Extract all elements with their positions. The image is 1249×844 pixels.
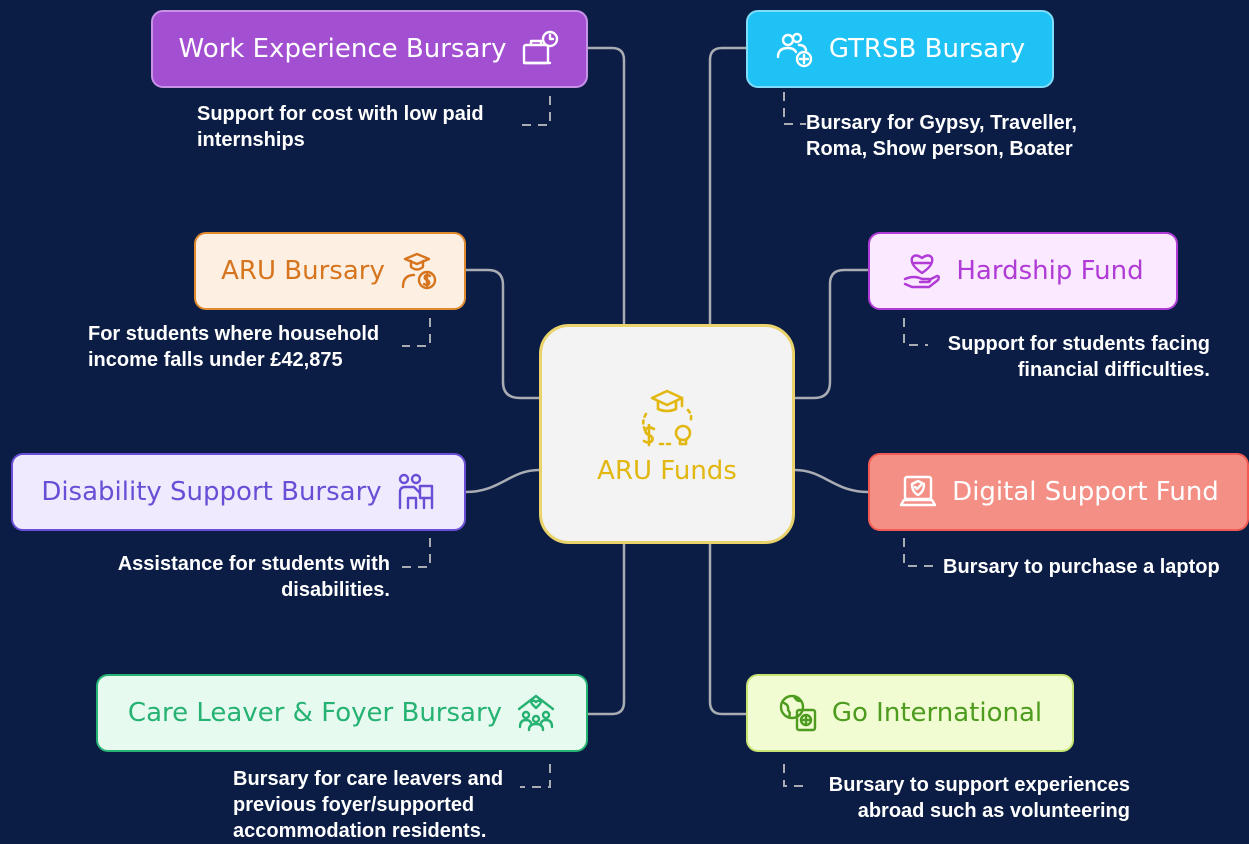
dash-digital — [903, 538, 934, 567]
connector-digital — [793, 468, 870, 494]
dash-aru-bursary — [402, 318, 431, 347]
dash-go-international — [783, 764, 806, 787]
node-title: Go International — [831, 698, 1043, 728]
node-go-international: Go International — [746, 674, 1074, 752]
briefcase-clock-icon — [520, 29, 560, 69]
connector-gtrsb — [708, 46, 748, 326]
description-care-leaver-foyer-bursary: Bursary for care leavers and previous fo… — [233, 768, 504, 842]
node-title: Disability Support Bursary — [41, 477, 382, 507]
node-care-leaver-foyer-bursary: Care Leaver & Foyer Bursary — [96, 674, 588, 752]
dash-gtrsb — [783, 92, 806, 125]
node-gtrsb-bursary: GTRSB Bursary — [746, 10, 1054, 88]
center-title: ARU Funds — [597, 456, 737, 486]
heart-hand-icon — [902, 251, 942, 291]
description-work-experience-bursary: Support for cost with low paid internshi… — [197, 103, 484, 151]
globe-passport-icon — [778, 693, 818, 733]
connector-work-experience — [586, 46, 626, 326]
connector-go-international — [708, 542, 748, 716]
node-title: Work Experience Bursary — [178, 34, 507, 64]
dash-hardship — [903, 318, 928, 346]
node-digital-support-fund: Digital Support Fund — [868, 453, 1249, 531]
description-digital-support-fund: Bursary to purchase a laptop — [943, 556, 1220, 578]
graduation-cap-dollar-bulb-icon — [632, 382, 702, 452]
graduate-coin-icon — [399, 251, 439, 291]
node-title: Digital Support Fund — [952, 477, 1219, 507]
node-title: ARU Bursary — [221, 256, 385, 286]
node-hardship-fund: Hardship Fund — [868, 232, 1178, 310]
node-disability-support-bursary: Disability Support Bursary — [11, 453, 466, 531]
node-work-experience-bursary: Work Experience Bursary — [151, 10, 588, 88]
connector-care-leaver — [586, 542, 626, 716]
description-go-international: Bursary to support experiences abroad su… — [828, 774, 1130, 822]
house-people-icon — [516, 693, 556, 733]
description-aru-bursary: For students where household income fall… — [88, 323, 380, 371]
connector-aru-bursary — [464, 268, 541, 400]
laptop-shield-icon — [898, 472, 938, 512]
description-gtrsb-bursary: Bursary for Gypsy, Traveller, Roma, Show… — [806, 112, 1077, 160]
dash-disability — [402, 538, 431, 568]
node-title: Care Leaver & Foyer Bursary — [127, 698, 503, 728]
node-title: Hardship Fund — [956, 256, 1144, 286]
people-desk-icon — [396, 472, 436, 512]
connector-hardship — [793, 268, 870, 400]
connector-disability — [464, 468, 541, 494]
node-title: GTRSB Bursary — [828, 34, 1026, 64]
people-plus-icon — [775, 29, 815, 69]
dash-work-experience — [518, 96, 551, 126]
description-disability-support-bursary: Assistance for students with disabilitie… — [117, 553, 390, 601]
description-hardship-fund: Support for students facing financial di… — [947, 333, 1210, 381]
node-aru-bursary: ARU Bursary — [194, 232, 466, 310]
center-node-aru-funds: ARU Funds — [539, 324, 795, 544]
